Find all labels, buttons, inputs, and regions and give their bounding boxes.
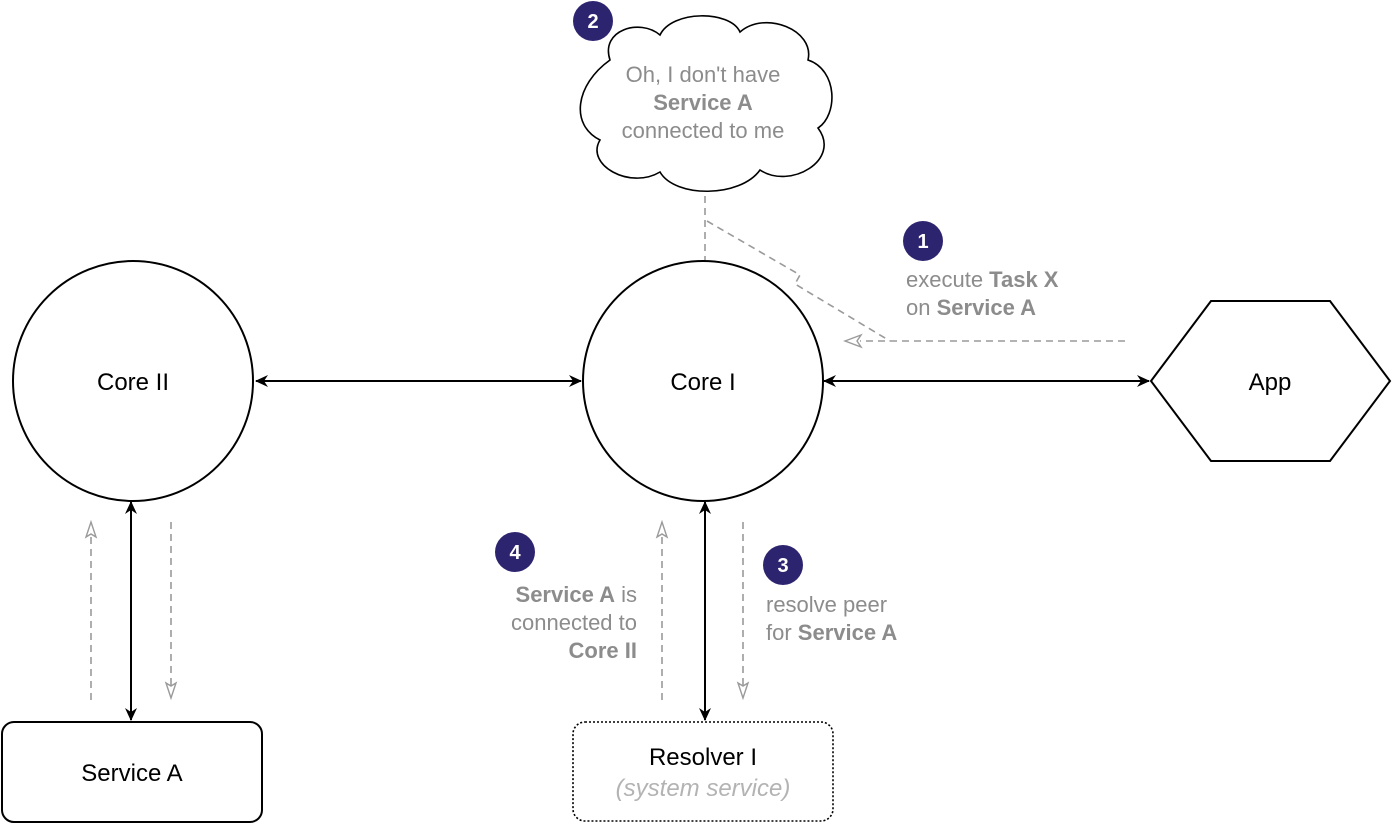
svg-text:2: 2: [587, 11, 598, 33]
flow-step-3-arrow: [736, 522, 750, 701]
resolver-label: Resolver I: [649, 744, 757, 771]
core-ii-label: Core II: [97, 369, 169, 396]
step-3-line-1: resolve peer: [766, 592, 887, 617]
step-4-note: Service A is connected to Core II: [511, 582, 637, 663]
core-i-label: Core I: [670, 369, 735, 396]
resolver-sublabel: (system service): [616, 775, 791, 802]
flow-core-ii-up-arrow: [84, 519, 98, 700]
core-i-node[interactable]: Core I: [582, 260, 824, 502]
app-label: App: [1249, 369, 1292, 396]
app-node[interactable]: App: [1149, 300, 1392, 462]
service-a-node[interactable]: Service A: [1, 721, 263, 823]
svg-text:4: 4: [509, 542, 521, 564]
step-1-badge: 1: [903, 221, 943, 261]
step-4-badge: 4: [495, 532, 535, 572]
svg-text:3: 3: [777, 555, 788, 577]
step-4-line-3: Core II: [569, 638, 637, 663]
step-2-badge: 2: [573, 1, 613, 41]
cloud-line-2: Service A: [653, 90, 753, 115]
cloud-line-3: connected to me: [622, 118, 785, 143]
flow-core-ii-down-arrow: [164, 522, 178, 701]
cloud-line-1: Oh, I don't have: [626, 62, 781, 87]
flow-cloud-connector: [704, 196, 891, 342]
step-1-note: execute Task X on Service A: [906, 267, 1059, 320]
service-a-label: Service A: [81, 760, 182, 787]
step-4-line-2: connected to: [511, 610, 637, 635]
step-3-line-2: for Service A: [766, 620, 897, 645]
resolver-node[interactable]: Resolver I (system service): [572, 721, 834, 822]
step-1-line-2: on Service A: [906, 295, 1036, 320]
step-1-line-1: execute Task X: [906, 267, 1059, 292]
step-3-badge: 3: [763, 545, 803, 585]
core-ii-node[interactable]: Core II: [12, 260, 254, 502]
svg-text:1: 1: [917, 231, 928, 253]
flow-step-1-arrow: [843, 333, 1125, 349]
flow-step-4-arrow: [655, 519, 669, 700]
step-3-note: resolve peer for Service A: [766, 592, 897, 645]
step-4-line-1: Service A is: [516, 582, 637, 607]
thought-cloud: Oh, I don't have Service A connected to …: [579, 15, 833, 193]
